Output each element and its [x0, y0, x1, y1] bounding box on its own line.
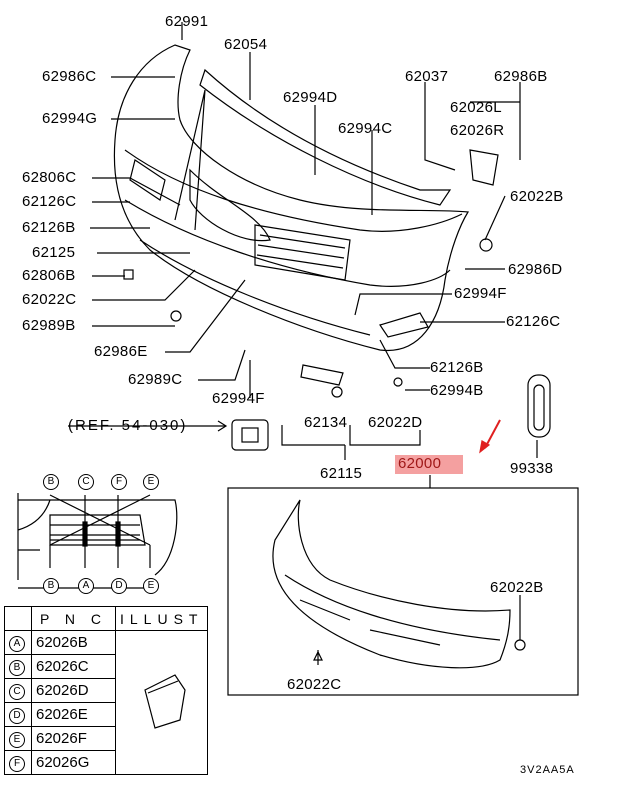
table-row: B 62026C: [4, 654, 208, 679]
row-key: E: [9, 732, 25, 748]
part-label[interactable]: 62022B: [490, 579, 544, 596]
part-label[interactable]: 62054: [224, 36, 268, 53]
row-key: D: [9, 708, 25, 724]
part-label[interactable]: 62022C: [287, 676, 342, 693]
header-illust: ILLUST: [114, 606, 209, 631]
part-label[interactable]: 62126C: [506, 313, 561, 330]
part-label[interactable]: 62126C: [22, 193, 77, 210]
part-label[interactable]: 62986B: [494, 68, 548, 85]
part-label[interactable]: 62994D: [283, 89, 338, 106]
callout-bottom: E: [143, 578, 159, 594]
row-pnc[interactable]: 62026G: [31, 750, 116, 775]
part-label[interactable]: 62994G: [42, 110, 98, 127]
part-label[interactable]: 62022C: [22, 291, 77, 308]
callout-top: C: [78, 474, 94, 490]
part-label[interactable]: 62994F: [212, 390, 265, 407]
callout-bottom: A: [78, 578, 94, 594]
part-label[interactable]: 62989B: [22, 317, 76, 334]
part-label[interactable]: 62994F: [454, 285, 507, 302]
part-label[interactable]: 62994C: [338, 120, 393, 137]
part-label[interactable]: 62989C: [128, 371, 183, 388]
part-label[interactable]: 62115: [320, 465, 363, 482]
diagram-code: 3V2AA5A: [520, 764, 575, 776]
part-label[interactable]: 62806B: [22, 267, 76, 284]
header-pnc: P N C: [31, 606, 116, 631]
row-pnc[interactable]: 62026D: [31, 678, 116, 703]
part-label[interactable]: 62994B: [430, 382, 484, 399]
part-label[interactable]: 62022D: [368, 414, 423, 431]
table-row: D 62026E: [4, 702, 208, 727]
part-label[interactable]: 62125: [32, 244, 76, 261]
callout-bottom: B: [43, 578, 59, 594]
part-label[interactable]: 62134: [304, 414, 348, 431]
part-label[interactable]: 62806C: [22, 169, 77, 186]
highlighted-part-label[interactable]: 62000: [395, 455, 464, 474]
part-label[interactable]: 62986D: [508, 261, 563, 278]
row-pnc[interactable]: 62026E: [31, 702, 116, 727]
table-row: A 62026B: [4, 630, 209, 775]
row-pnc[interactable]: 62026F: [31, 726, 116, 751]
part-label[interactable]: 62991: [165, 13, 209, 30]
row-key: B: [9, 660, 25, 676]
part-label[interactable]: 62037: [405, 68, 449, 85]
row-key: A: [9, 636, 25, 652]
row-pnc[interactable]: 62026C: [31, 654, 116, 679]
callout-top: E: [143, 474, 159, 490]
part-label[interactable]: 99338: [510, 460, 554, 477]
part-label[interactable]: 62026R: [450, 122, 505, 139]
callout-bottom: D: [111, 578, 127, 594]
table-row: C 62026D: [4, 678, 208, 703]
table-row: F 62026G: [4, 750, 208, 775]
row-pnc[interactable]: 62026B: [31, 630, 116, 655]
illust-cell: [114, 630, 209, 775]
row-key: F: [9, 756, 25, 772]
row-key: C: [9, 684, 25, 700]
reference-label[interactable]: (REF. 54-030): [68, 417, 188, 434]
callout-top: F: [111, 474, 127, 490]
part-label[interactable]: 62026L: [450, 99, 502, 116]
part-label[interactable]: 62022B: [510, 188, 564, 205]
part-label[interactable]: 62126B: [22, 219, 76, 236]
part-label[interactable]: 62126B: [430, 359, 484, 376]
part-label[interactable]: 62986E: [94, 343, 148, 360]
callout-top: B: [43, 474, 59, 490]
part-label[interactable]: 62986C: [42, 68, 97, 85]
